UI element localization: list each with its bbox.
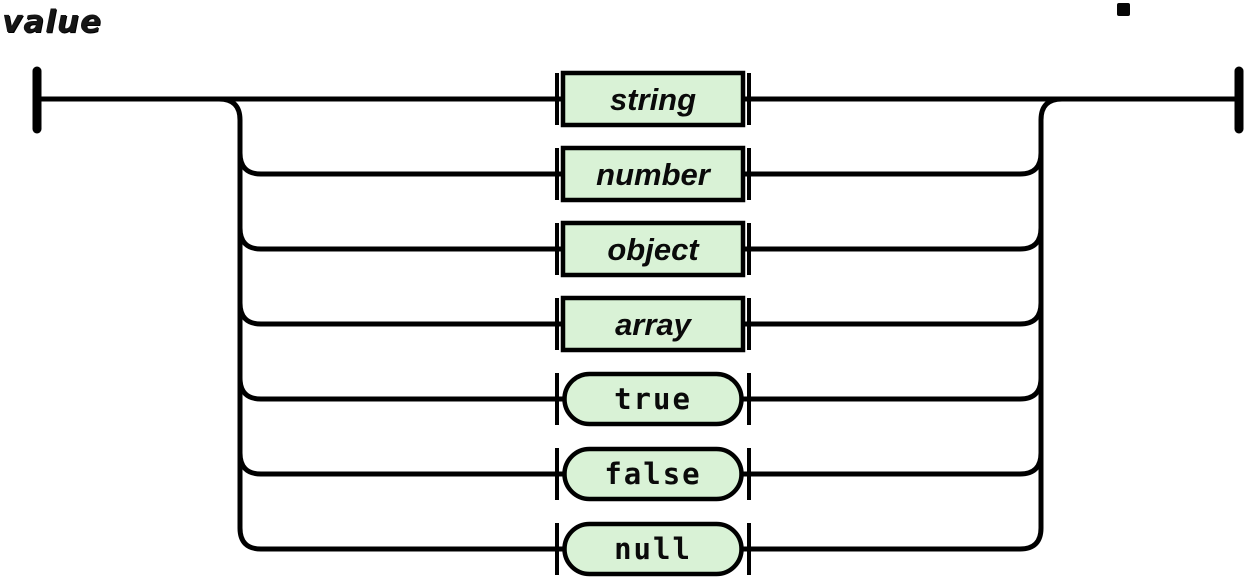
node-null: null <box>562 521 744 577</box>
rail-branch-left-true <box>237 377 563 402</box>
rail-branch-left-object <box>237 227 563 252</box>
diagram-title: value <box>2 4 102 40</box>
node-label-object: object <box>607 232 700 267</box>
node-box-object <box>560 220 746 278</box>
rail-branch-left-array <box>237 302 563 327</box>
rail-branch-right-true <box>743 377 1044 402</box>
node-pill-false <box>562 446 744 502</box>
node-false: false <box>562 446 744 502</box>
node-label-string: string <box>610 82 696 117</box>
node-number: number <box>560 145 746 203</box>
node-string: string <box>560 70 746 128</box>
node-box-array <box>560 295 746 353</box>
rail-branch-left-false <box>237 452 563 477</box>
node-pill-null <box>562 521 744 577</box>
rail-split-trunk <box>218 96 563 552</box>
rail-branch-right-object <box>743 227 1044 252</box>
rail-branch-right-array <box>743 302 1044 327</box>
node-label-number: number <box>596 157 712 192</box>
node-pill-true <box>562 371 744 427</box>
node-label-array: array <box>615 307 693 342</box>
node-label-null: null <box>614 532 692 566</box>
node-label-false: false <box>604 457 701 491</box>
node-array: array <box>560 295 746 353</box>
connector-ticks <box>555 73 751 575</box>
rail-branch-left-number <box>237 152 563 177</box>
rail-branch-right-number <box>743 152 1044 177</box>
node-label-true: true <box>614 382 692 416</box>
rail-branch-right-false <box>743 452 1044 477</box>
node-object: object <box>560 220 746 278</box>
node-true: true <box>562 371 744 427</box>
corner-artifact-mark <box>1117 3 1130 16</box>
rail-collect-trunk <box>743 96 1063 552</box>
node-box-string <box>560 70 746 128</box>
node-box-number <box>560 145 746 203</box>
